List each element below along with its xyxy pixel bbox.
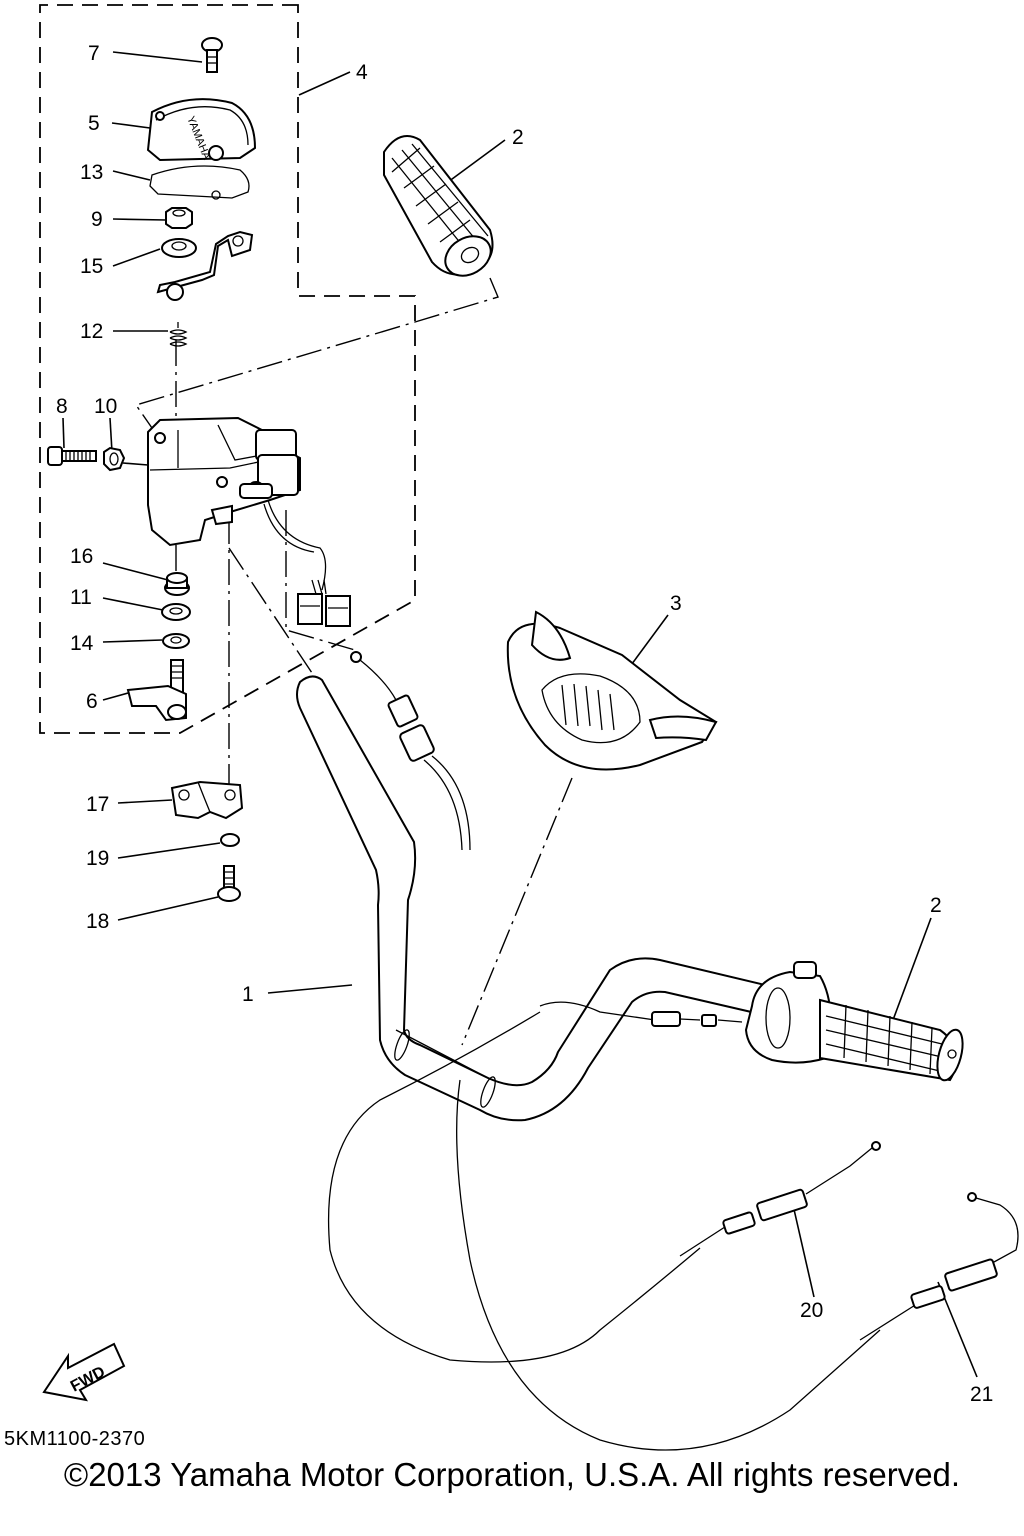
callout-9: 9 bbox=[91, 208, 103, 231]
callout-20: 20 bbox=[800, 1299, 823, 1322]
throttle-cable bbox=[350, 651, 471, 851]
grip-2-right bbox=[819, 998, 964, 1082]
bolt-8 bbox=[47, 446, 97, 466]
callout-8: 8 bbox=[56, 395, 68, 418]
callout-5: 5 bbox=[88, 112, 100, 135]
cable-20 bbox=[679, 1141, 881, 1257]
callout-13: 13 bbox=[80, 161, 103, 184]
washer-14 bbox=[162, 633, 190, 649]
cover-5: YAMAHA bbox=[146, 98, 257, 162]
leader-lines bbox=[62, 51, 978, 1378]
callout-12: 12 bbox=[80, 320, 103, 343]
callout-15: 15 bbox=[80, 255, 103, 278]
throttle-housing bbox=[147, 416, 301, 547]
cable-end-bar bbox=[539, 1001, 743, 1027]
spring-12 bbox=[169, 322, 188, 347]
callout-18: 18 bbox=[86, 910, 109, 933]
callout-16: 16 bbox=[70, 545, 93, 568]
callout-11: 11 bbox=[70, 586, 92, 609]
callout-2: 2 bbox=[512, 126, 524, 149]
cable-21 bbox=[859, 1192, 1019, 1341]
bracket bbox=[156, 230, 254, 301]
alignment-lines bbox=[134, 277, 573, 1046]
callout-21: 21 bbox=[970, 1383, 993, 1406]
washer-11 bbox=[161, 603, 191, 621]
diagram-code: 5KM1100-2370 bbox=[4, 1428, 146, 1450]
nut-9 bbox=[165, 207, 193, 229]
cable-loops bbox=[327, 1011, 881, 1451]
callout-7: 7 bbox=[88, 42, 100, 65]
grip-2-top bbox=[383, 135, 494, 277]
callout-10: 10 bbox=[94, 395, 117, 418]
screw-7 bbox=[201, 37, 223, 73]
callout-6: 6 bbox=[86, 690, 98, 713]
callout-14: 14 bbox=[70, 632, 94, 655]
washer-15 bbox=[161, 238, 197, 258]
lever-6 bbox=[126, 659, 187, 722]
assembly-boundary-dashed bbox=[39, 4, 416, 734]
holder-17 bbox=[170, 780, 244, 820]
switch-wire-connector bbox=[263, 499, 351, 627]
right-switch-body bbox=[744, 961, 832, 1064]
screw-18 bbox=[217, 865, 241, 902]
handlebar-1 bbox=[296, 675, 767, 1122]
callout-labels: 7 4 5 2 13 9 15 12 8 10 16 11 14 6 3 17 … bbox=[56, 42, 993, 1406]
gasket-13 bbox=[149, 165, 250, 199]
callout-2b: 2 bbox=[930, 894, 942, 917]
collar-16 bbox=[164, 572, 190, 596]
copyright-notice: ©2013 Yamaha Motor Corporation, U.S.A. A… bbox=[63, 1456, 961, 1493]
callout-19: 19 bbox=[86, 847, 109, 870]
washer-19 bbox=[220, 833, 240, 847]
callout-1: 1 bbox=[242, 983, 254, 1006]
nut-10 bbox=[103, 446, 126, 472]
pad-3 bbox=[506, 610, 718, 771]
callout-3: 3 bbox=[670, 592, 682, 615]
fwd-arrow-icon: FWD bbox=[42, 1342, 126, 1402]
callout-17: 17 bbox=[86, 793, 109, 816]
callout-4: 4 bbox=[356, 61, 368, 84]
